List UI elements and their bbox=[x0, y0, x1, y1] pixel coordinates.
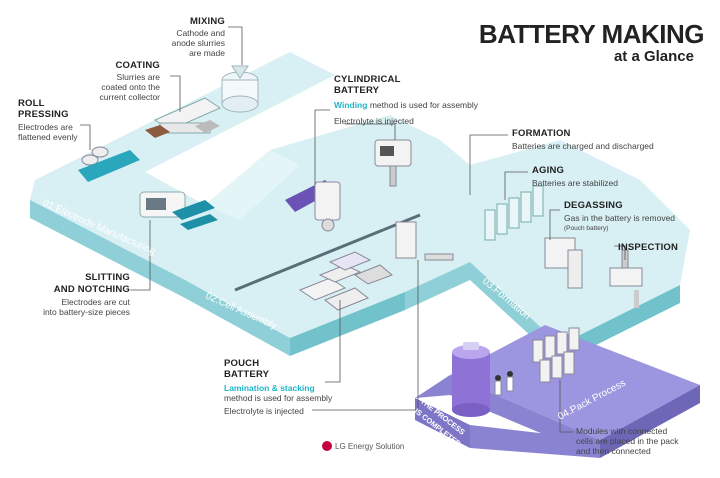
brand-name: LG Energy Solution bbox=[335, 441, 405, 451]
coating-machine bbox=[145, 97, 222, 138]
roll-pressing-desc-1: Electrodes are bbox=[18, 122, 73, 132]
slitting-title-2: AND NOTCHING bbox=[53, 284, 130, 295]
coating-title: COATING bbox=[115, 60, 160, 71]
platform-front-1 bbox=[30, 200, 185, 298]
slitting-title-1: SLITTING bbox=[85, 272, 130, 283]
pack-platform-top bbox=[450, 325, 700, 440]
roll-pressing-title-2: PRESSING bbox=[18, 109, 69, 120]
formation-racks bbox=[484, 185, 544, 241]
pack-desc-3: and then connected bbox=[576, 446, 651, 456]
page-subtitle: at a Glance bbox=[613, 48, 694, 65]
slitting-machine bbox=[139, 191, 218, 230]
roll-pressing-title-1: ROLL bbox=[18, 98, 45, 109]
mixing-desc-3: are made bbox=[189, 48, 225, 58]
mixing-desc-2: anode slurries bbox=[171, 38, 225, 48]
completed-battery bbox=[452, 342, 490, 417]
cylindrical-desc-1: Winding method is used for assembly bbox=[334, 100, 514, 110]
aging-cabinet bbox=[544, 237, 583, 289]
platform-top-main bbox=[30, 115, 520, 338]
mixing-desc-1: Cathode and bbox=[176, 28, 225, 38]
inspection-title: INSPECTION bbox=[618, 242, 679, 253]
pack-platform-front bbox=[415, 398, 470, 448]
leader-lines bbox=[80, 26, 626, 433]
aging-title: AGING bbox=[532, 165, 565, 176]
platform-front-2 bbox=[185, 280, 290, 356]
pouch-title-2: BATTERY bbox=[224, 369, 270, 380]
brand-logo: LG Energy Solution bbox=[322, 441, 404, 451]
coating-desc-3: current collector bbox=[99, 92, 160, 102]
roll-press-machine bbox=[78, 146, 140, 182]
degassing-note: (Pouch battery) bbox=[564, 225, 609, 232]
pack-desc-1: Modules with connected bbox=[576, 426, 668, 436]
pouch-title-1: POUCH bbox=[224, 358, 260, 369]
cylindrical-desc-2: Electrolyte is injected bbox=[334, 116, 414, 126]
formation-desc: Batteries are charged and discharged bbox=[512, 141, 654, 151]
workers bbox=[494, 371, 514, 396]
cylindrical-desc-1-rest: method is used for assembly bbox=[367, 100, 479, 110]
degassing-title: DEGASSING bbox=[564, 200, 623, 211]
coating-desc-2: coated onto the bbox=[101, 82, 160, 92]
pouch-highlight: Lamination & stacking bbox=[224, 383, 315, 393]
roll-pressing-desc-2: flattened evenly bbox=[18, 132, 78, 142]
pouch-desc-1: method is used for assembly bbox=[224, 393, 333, 403]
winding-machine bbox=[285, 180, 341, 232]
pouch-desc-2: Electrolyte is injected bbox=[224, 406, 304, 416]
degassing-desc: Gas in the battery is removed bbox=[564, 213, 676, 223]
slitting-desc-2: into battery-size pieces bbox=[43, 307, 130, 317]
cylindrical-title-1: CYLINDRICAL bbox=[334, 74, 401, 85]
pack-desc-2: cells are placed in the pack bbox=[576, 436, 679, 446]
cylindrical-title-2: BATTERY bbox=[334, 85, 380, 96]
aging-desc: Batteries are stabilized bbox=[532, 178, 618, 188]
pouch-injector bbox=[395, 221, 454, 261]
mixing-title: MIXING bbox=[190, 16, 225, 27]
coating-desc-1: Slurries are bbox=[116, 72, 160, 82]
lg-logo-icon bbox=[322, 441, 332, 451]
mixer-machine bbox=[221, 65, 259, 113]
slitting-desc-1: Electrodes are cut bbox=[61, 297, 130, 307]
formation-title: FORMATION bbox=[512, 128, 571, 139]
cyl-injector bbox=[374, 139, 412, 187]
page-title: BATTERY MAKING bbox=[478, 19, 705, 49]
battery-modules bbox=[532, 327, 580, 383]
winding-highlight: Winding bbox=[334, 100, 368, 110]
stacking-machine bbox=[298, 251, 393, 311]
